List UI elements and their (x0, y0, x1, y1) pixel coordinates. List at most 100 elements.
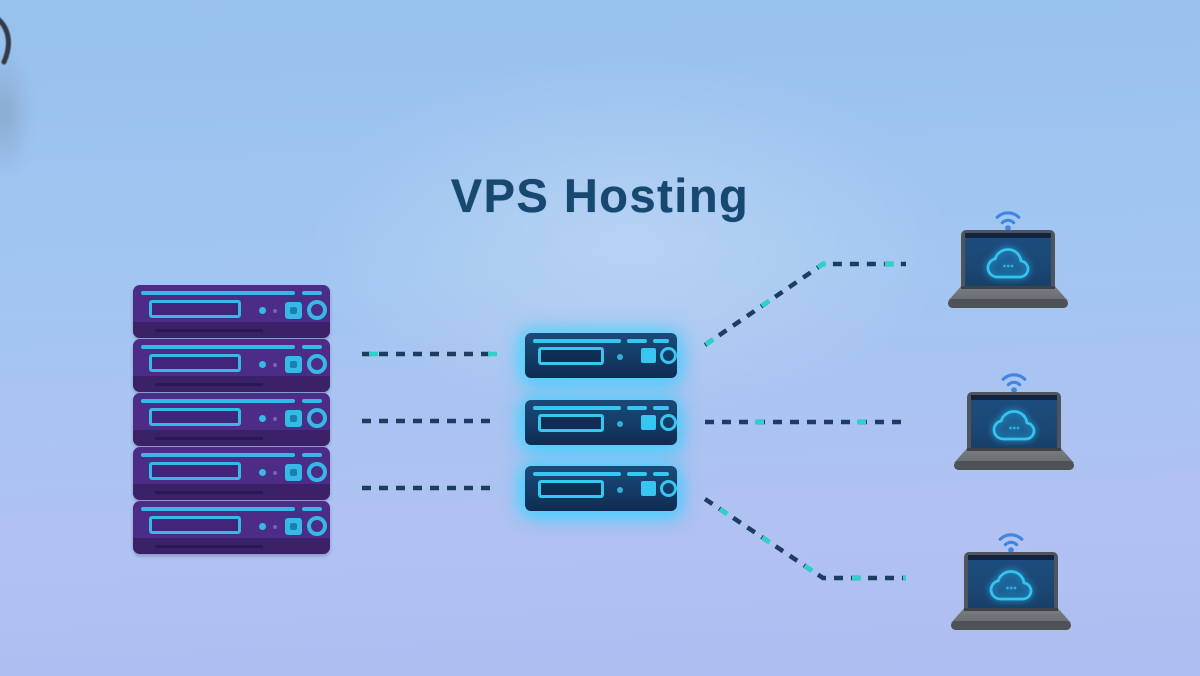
rack-unit-base (133, 376, 330, 392)
cloud-inner-dots (1009, 426, 1020, 429)
vent-line (154, 437, 263, 440)
laptop-display (968, 555, 1054, 609)
rack-unit (133, 285, 330, 338)
vps-server (525, 400, 677, 445)
rack-to-vps-lines (362, 351, 497, 491)
panel-line (532, 472, 621, 476)
panel-line (532, 406, 621, 410)
laptop-base-bar (948, 299, 1068, 308)
square-button-icon (285, 410, 302, 427)
dashed-line (703, 261, 906, 347)
square-button-icon (641, 481, 656, 496)
rack-unit (133, 501, 330, 554)
led-indicator (273, 309, 277, 313)
panel-line (140, 453, 295, 457)
panel-line (302, 507, 323, 511)
client-laptop (954, 370, 1074, 472)
led-indicator (273, 363, 277, 367)
vps-to-client-lines (703, 261, 906, 581)
power-button-icon (307, 462, 327, 482)
laptop-base-bar (954, 461, 1074, 470)
led-indicator (259, 307, 266, 314)
led-indicator (617, 421, 623, 427)
cloud-icon (986, 247, 1030, 278)
panel-line (140, 399, 295, 403)
drive-bay (149, 408, 241, 426)
led-indicator (273, 471, 277, 475)
laptop-display (965, 233, 1051, 287)
square-button-icon (641, 415, 656, 430)
dashed-line (703, 497, 906, 581)
rack-unit-base (133, 484, 330, 500)
laptop-screen (964, 552, 1058, 609)
drive-bay (149, 462, 241, 480)
panel-line (302, 399, 323, 403)
cloud-icon (992, 409, 1036, 440)
client-laptop (951, 530, 1071, 632)
drive-bay (149, 354, 241, 372)
laptop-base (954, 448, 1074, 463)
panel-line (302, 345, 323, 349)
square-button-icon (285, 518, 302, 535)
rack-unit-base (133, 322, 330, 338)
panel-line (140, 291, 295, 295)
power-button-icon (307, 300, 327, 320)
panel-line (140, 507, 295, 511)
led-indicator (259, 523, 266, 530)
led-indicator (273, 417, 277, 421)
client-laptop (948, 208, 1068, 310)
corner-artifact (0, 17, 11, 65)
power-button-icon (660, 414, 677, 431)
power-button-icon (660, 347, 677, 364)
server-rack (133, 285, 330, 555)
led-indicator (259, 469, 266, 476)
rack-unit-base (133, 538, 330, 554)
page-title: VPS Hosting (450, 169, 750, 222)
laptop-base-bar (951, 621, 1071, 630)
panel-line (652, 472, 670, 476)
led-indicator (617, 354, 623, 360)
led-indicator (259, 415, 266, 422)
square-button-icon (285, 356, 302, 373)
vps-server (525, 466, 677, 511)
dashed-line-teal (703, 261, 906, 347)
wifi-icon (998, 533, 1024, 553)
panel-line (652, 339, 670, 343)
drive-bay (538, 347, 604, 365)
panel-line (302, 291, 323, 295)
power-button-icon (307, 408, 327, 428)
wifi-icon (1001, 373, 1027, 393)
drive-bay (538, 480, 604, 498)
panel-line (532, 339, 621, 343)
panel-line (140, 345, 295, 349)
laptop-base (948, 286, 1068, 301)
panel-line (626, 406, 647, 410)
vent-line (154, 491, 263, 494)
laptop-display (971, 395, 1057, 449)
square-button-icon (641, 348, 656, 363)
vps-server (525, 333, 677, 378)
square-button-icon (285, 464, 302, 481)
panel-line (302, 453, 323, 457)
drive-bay (149, 516, 241, 534)
led-indicator (273, 525, 277, 529)
power-button-icon (307, 354, 327, 374)
led-indicator (617, 487, 623, 493)
screen-top-bar (971, 395, 1057, 400)
rack-unit (133, 339, 330, 392)
rack-unit (133, 393, 330, 446)
laptop-screen (967, 392, 1061, 449)
panel-line (652, 406, 670, 410)
vent-line (154, 545, 263, 548)
power-button-icon (307, 516, 327, 536)
cloud-inner-dots (1003, 264, 1014, 267)
drive-bay (149, 300, 241, 318)
laptop-screen (961, 230, 1055, 287)
laptop-base (951, 608, 1071, 623)
rack-unit (133, 447, 330, 500)
dashed-line-teal (703, 497, 906, 581)
screen-top-bar (965, 233, 1051, 238)
vent-line (154, 329, 263, 332)
vent-line (154, 383, 263, 386)
